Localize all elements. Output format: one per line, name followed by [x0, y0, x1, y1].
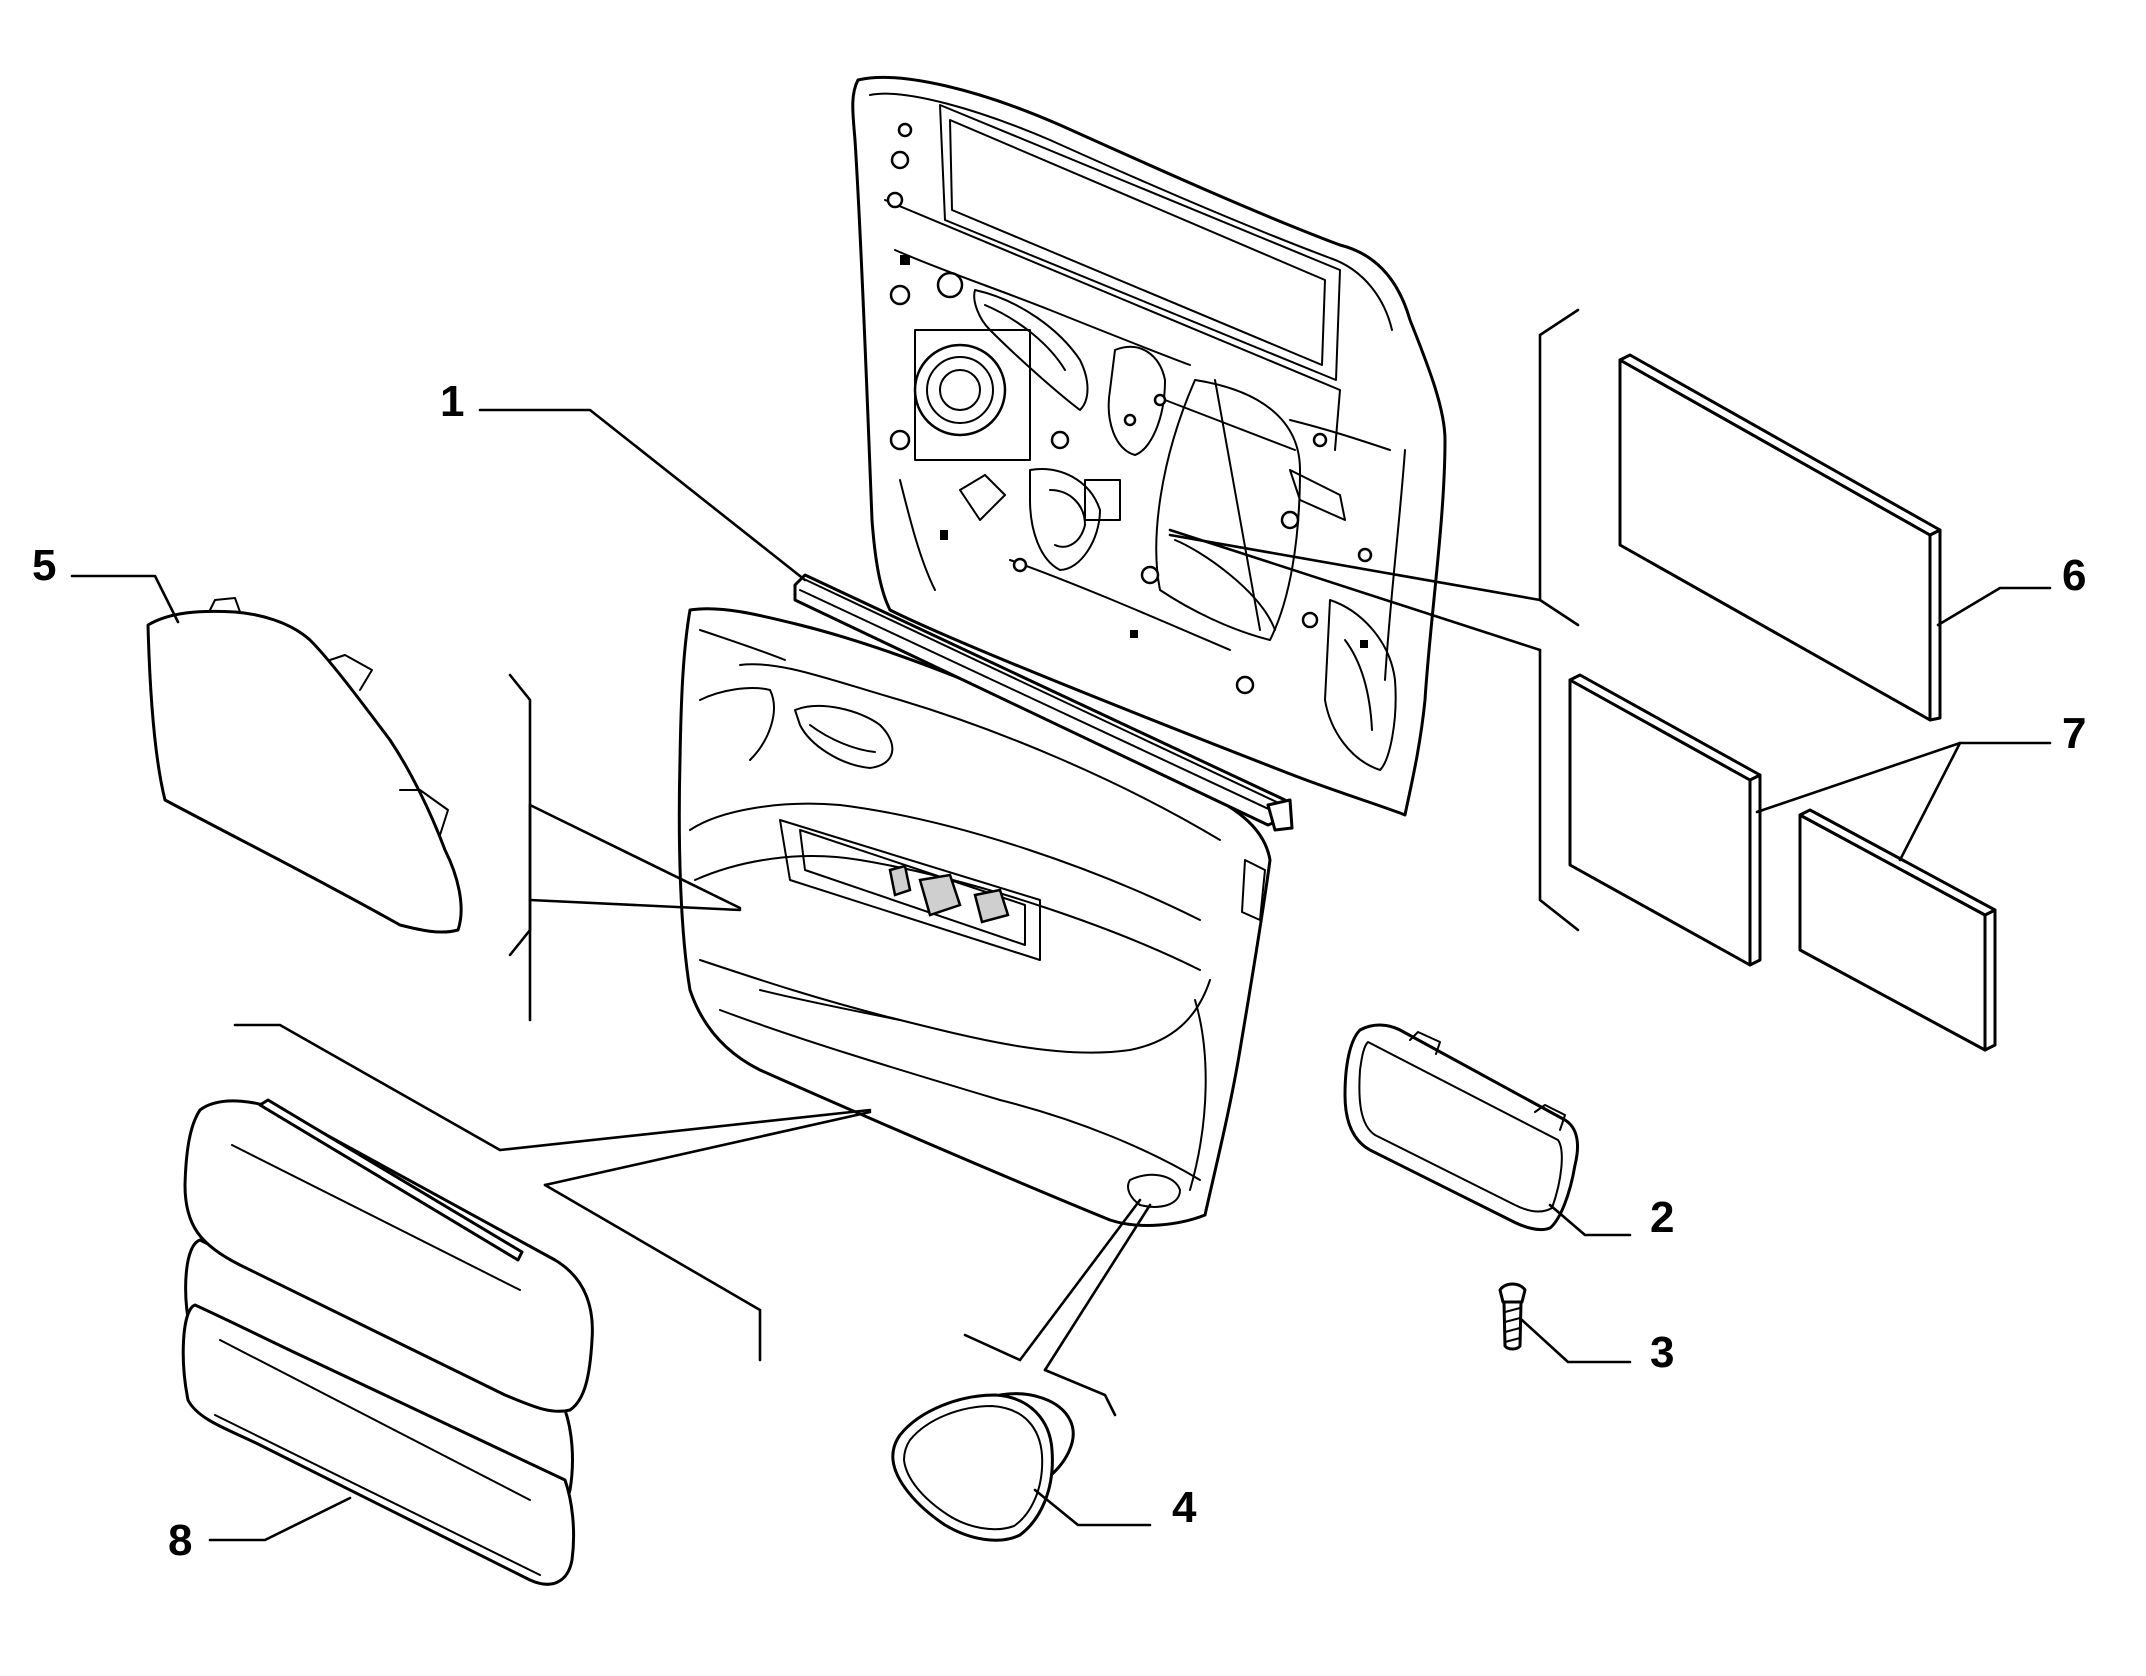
leader-7a — [1755, 741, 2052, 814]
part-7-insulation-pads — [1568, 673, 1997, 1052]
callout-labels: 1 2 3 4 5 6 7 8 — [32, 377, 2086, 1565]
leader-1 — [478, 408, 807, 582]
callout-8: 8 — [168, 1516, 192, 1565]
callout-6: 6 — [2062, 551, 2086, 600]
part-8-sound-pads — [181, 1098, 594, 1586]
callout-7: 7 — [2062, 709, 2086, 758]
callout-4: 4 — [1172, 1483, 1197, 1532]
leader-4 — [1033, 1488, 1152, 1527]
leader-2 — [1548, 1203, 1632, 1237]
leader-frame — [1168, 533, 1542, 602]
callout-3: 3 — [1650, 1328, 1674, 1377]
part-3-screw — [1498, 1282, 1527, 1351]
bracket-lines — [233, 308, 1580, 1417]
callout-2: 2 — [1650, 1193, 1674, 1242]
leader-6 — [1936, 586, 2052, 627]
part-1-window-seal-strip — [793, 573, 1294, 832]
leader-5 — [70, 574, 180, 624]
leader-7b — [1898, 741, 1962, 862]
leader-3 — [1520, 1318, 1632, 1364]
leader-8 — [208, 1496, 352, 1542]
door-frame — [851, 75, 1447, 817]
part-5-speaker-cover — [146, 597, 463, 934]
leader-lines — [70, 408, 2052, 1542]
part-6-insulation-pad — [1618, 353, 1942, 722]
part-4-trim-cap — [891, 1392, 1075, 1542]
leader-frame-2 — [1168, 528, 1542, 652]
part-2-pocket-cover — [1343, 1023, 1579, 1232]
callout-5: 5 — [32, 541, 56, 590]
callout-1: 1 — [440, 377, 464, 426]
